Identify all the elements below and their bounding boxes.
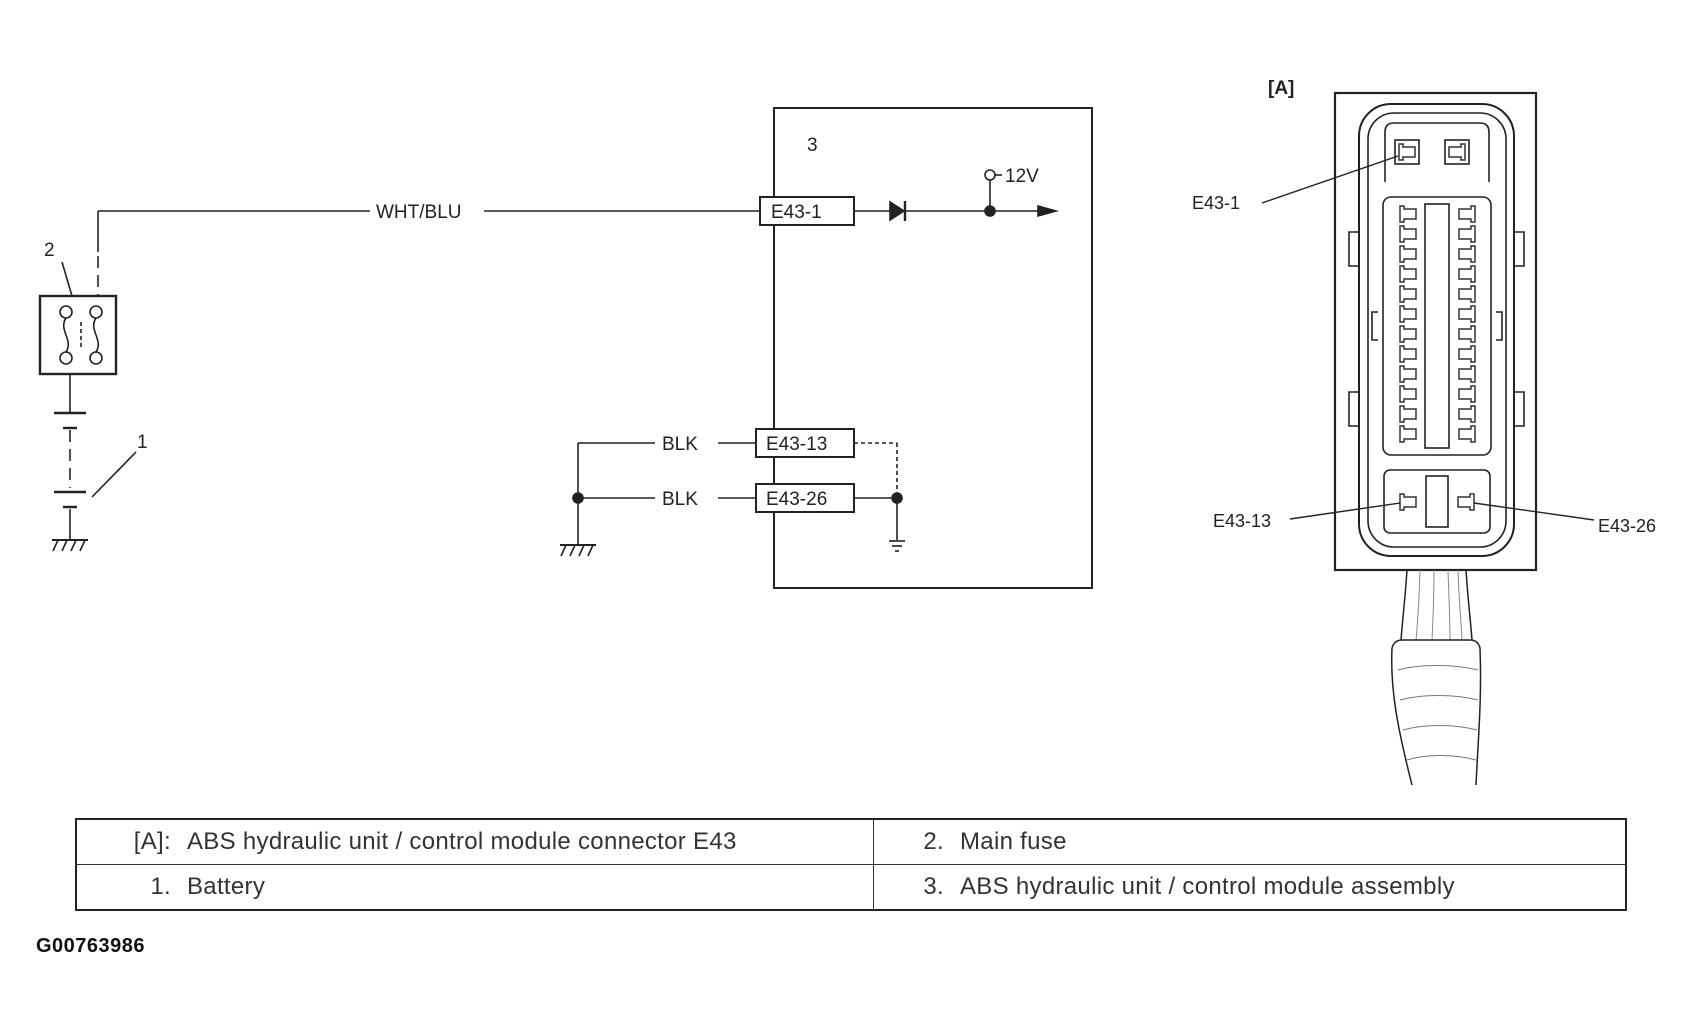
- wire-ground-1-label: BLK: [662, 434, 698, 455]
- supply-voltage-label: 12V: [1005, 166, 1039, 187]
- chassis-ground-icon: [889, 540, 905, 552]
- leader-e43-13: [1289, 502, 1401, 520]
- legend-key: 1.: [150, 873, 171, 900]
- fuse-leader: [61, 261, 73, 297]
- legend-text: Main fuse: [960, 828, 1067, 855]
- pin-ground-2-label: E43-26: [766, 489, 827, 510]
- legend-cell: 1. Battery: [75, 864, 874, 911]
- connector-housing: [1333, 91, 1538, 572]
- pin-box-e43-26: [755, 483, 855, 513]
- legend-cell: [A]: ABS hydraulic unit / control module …: [75, 818, 874, 865]
- connector-pin-label-13: E43-13: [1213, 511, 1271, 531]
- schematic: [38, 107, 1093, 589]
- connector-labels: [A] E43-1 E43-13 E43-26: [1192, 78, 1656, 536]
- legend-row: [A]: ABS hydraulic unit / control module …: [75, 818, 1627, 865]
- legend-key: 3.: [923, 873, 944, 900]
- legend-key: 2.: [923, 828, 944, 855]
- legend-text: Battery: [187, 873, 266, 900]
- diode-icon: [889, 200, 906, 222]
- battery-leader: [91, 451, 137, 498]
- battery-ground-icon: [52, 539, 88, 552]
- supply-terminal-icon: [984, 169, 996, 181]
- figure-id: G00763986: [36, 935, 146, 957]
- legend-text: ABS hydraulic unit / control module conn…: [187, 828, 737, 855]
- arrow-icon: [1037, 204, 1059, 218]
- connector-pin-label-26: E43-26: [1598, 516, 1656, 536]
- battery-number: 1: [137, 432, 148, 453]
- connector-view: [1333, 91, 1538, 572]
- legend-cell: 2. Main fuse: [873, 818, 1627, 865]
- leader-e43-26: [1473, 502, 1595, 521]
- connector-title: [A]: [1268, 78, 1294, 99]
- connector-pin-label-1: E43-1: [1192, 193, 1240, 213]
- module-outline: [773, 107, 1093, 589]
- legend-row: 1. Battery 3. ABS hydraulic unit / control…: [75, 864, 1627, 911]
- wire-ground-2-label: BLK: [662, 489, 698, 510]
- legend-cell: 3. ABS hydraulic unit / control module as…: [873, 864, 1627, 911]
- fuse-number: 2: [44, 240, 55, 261]
- ground-symbol-icon: [560, 544, 596, 557]
- ground-junction: [572, 492, 584, 504]
- wire-harness: [1390, 569, 1482, 786]
- module-number: 3: [807, 135, 818, 156]
- leader-e43-1: [1261, 155, 1399, 204]
- legend-key: [A]:: [133, 828, 171, 855]
- battery-icon: [54, 411, 86, 509]
- wire-power-label: WHT/BLU: [376, 202, 462, 223]
- schematic-labels: 3 2 1 WHT/BLU BLK BLK E43-1 E43-13 E43-2…: [44, 135, 1039, 510]
- pin-ground-1-label: E43-13: [766, 434, 827, 455]
- pin-power-label: E43-1: [771, 202, 822, 223]
- legend-table: [A]: ABS hydraulic unit / control module …: [75, 818, 1627, 911]
- fuse-icon: [38, 294, 118, 376]
- legend-text: ABS hydraulic unit / control module asse…: [960, 873, 1455, 900]
- center-key: [1424, 203, 1450, 449]
